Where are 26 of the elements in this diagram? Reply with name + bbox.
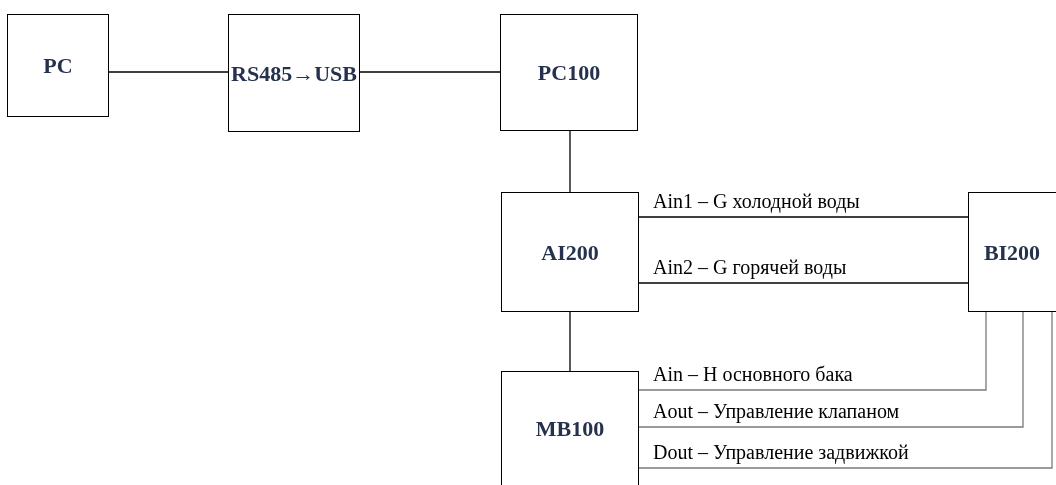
connector-line bbox=[359, 71, 501, 73]
edge-label: Aout – Управление клапаном bbox=[653, 401, 900, 421]
edge-label: Ain1 – G холодной воды bbox=[653, 191, 860, 211]
device-name: PC bbox=[43, 52, 73, 80]
device-name: MB100 bbox=[535, 415, 605, 443]
connector-line bbox=[638, 282, 969, 284]
device-name: BI200 bbox=[983, 238, 1041, 267]
connector-line bbox=[638, 311, 1053, 469]
device-box bbox=[968, 192, 1056, 312]
connector-line bbox=[638, 311, 987, 391]
edge-label: Ain2 – G горячей воды bbox=[653, 257, 847, 277]
edge-label: Dout – Управление задвижкой bbox=[653, 442, 909, 462]
device-name: PC100 bbox=[537, 59, 601, 87]
connector-line bbox=[638, 311, 1024, 428]
edge-label: Ain – H основного бака bbox=[653, 364, 853, 384]
device-name: RS485→USB bbox=[231, 59, 357, 88]
device-box bbox=[501, 371, 639, 485]
device-box bbox=[7, 14, 109, 117]
device-box bbox=[500, 14, 638, 131]
device-name: AI200 bbox=[541, 238, 599, 267]
connector-line bbox=[108, 71, 229, 73]
device-box bbox=[228, 14, 360, 132]
connector-line bbox=[569, 130, 571, 193]
connector-line bbox=[638, 216, 969, 218]
device-box bbox=[501, 192, 639, 312]
connector-line bbox=[569, 311, 571, 372]
